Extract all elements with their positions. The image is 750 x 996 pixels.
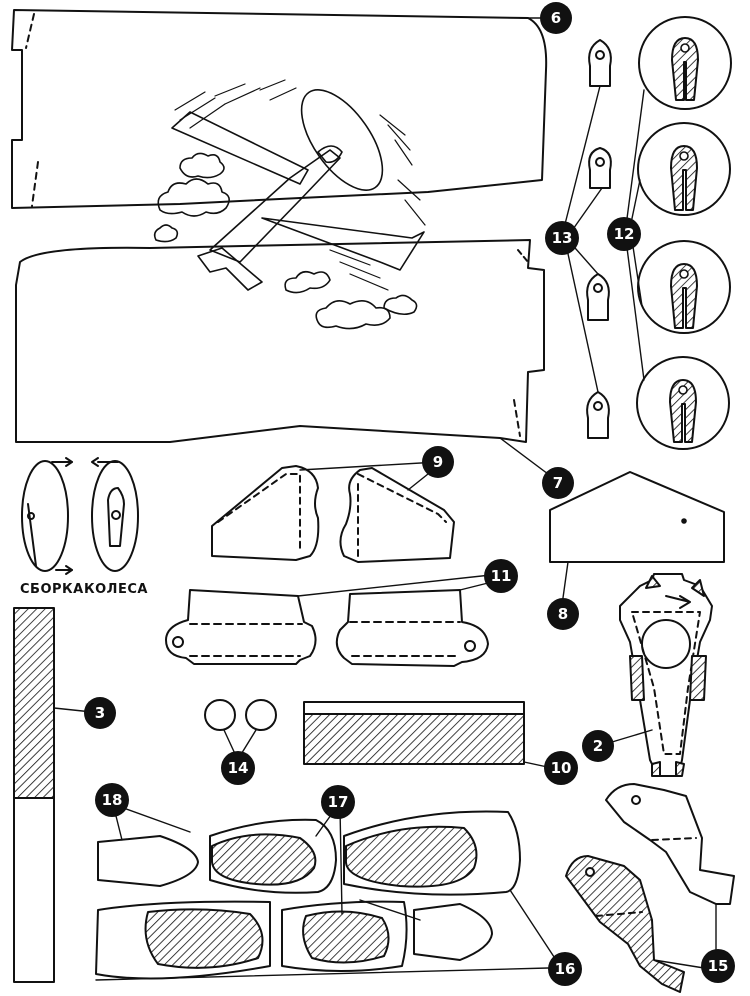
part-12-hubs — [669, 37, 699, 443]
wheel-assembly-caption: СБОРКА КОЛЕСА — [20, 582, 148, 597]
badge-17: 17 — [321, 785, 355, 819]
part-11-pieces — [165, 589, 489, 667]
badge-2: 2 — [582, 730, 614, 762]
badge-11: 11 — [484, 559, 518, 593]
caption-line-1: СБОРКА — [20, 582, 84, 597]
label-7: 7 — [553, 474, 563, 492]
label-17: 17 — [328, 793, 349, 811]
badge-18: 18 — [95, 783, 129, 817]
label-14: 14 — [228, 759, 249, 777]
badge-14: 14 — [221, 751, 255, 785]
part-17-hatched-ovals — [144, 825, 478, 969]
label-6: 6 — [551, 9, 561, 27]
badge-16: 16 — [548, 952, 582, 986]
label-3: 3 — [95, 704, 105, 722]
part-15-pieces — [565, 783, 735, 993]
label-10: 10 — [551, 759, 572, 777]
part-12-hub-holes — [678, 43, 690, 395]
badge-9: 9 — [422, 446, 454, 478]
part-6-panel — [11, 9, 548, 209]
badge-7: 7 — [542, 467, 574, 499]
airplane-illustration — [153, 79, 426, 330]
label-8: 8 — [558, 605, 568, 623]
badge-8: 8 — [547, 598, 579, 630]
part-3-strip — [13, 607, 55, 983]
part-14-discs — [204, 699, 277, 731]
label-2: 2 — [593, 737, 603, 755]
badge-15: 15 — [701, 949, 735, 983]
label-9: 9 — [433, 453, 443, 471]
part-7-panel — [15, 239, 545, 443]
caption-line-2: КОЛЕСА — [84, 582, 148, 597]
badge-12: 12 — [607, 217, 641, 251]
badge-6: 6 — [540, 2, 572, 34]
part-10-block — [303, 701, 525, 765]
badge-13: 13 — [545, 221, 579, 255]
part-8-fin — [549, 471, 725, 563]
label-12: 12 — [614, 225, 635, 243]
part-9-pieces — [211, 465, 455, 563]
label-18: 18 — [102, 791, 123, 809]
label-15: 15 — [708, 957, 729, 975]
part-18-pieces — [97, 835, 493, 961]
label-13: 13 — [552, 229, 573, 247]
label-16: 16 — [555, 960, 576, 978]
badge-3: 3 — [84, 697, 116, 729]
part-2-cowl — [619, 573, 713, 777]
badge-10: 10 — [544, 751, 578, 785]
part-16-pieces — [95, 810, 521, 980]
part-13-brackets — [586, 39, 612, 439]
part-12-wheels — [636, 16, 732, 450]
label-11: 11 — [491, 567, 512, 585]
wheel-assembly-sketch — [21, 457, 139, 575]
